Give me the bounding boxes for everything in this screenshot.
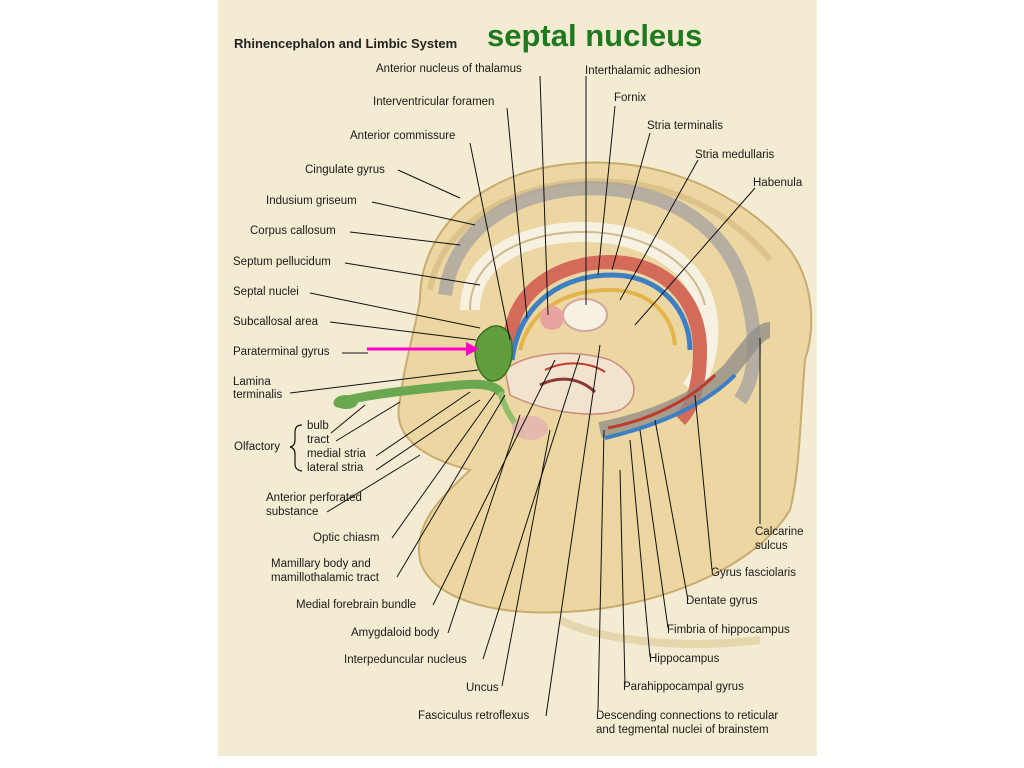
- label-hippocampus: Hippocampus: [649, 653, 720, 665]
- label-indusium-griseum: Indusium griseum: [266, 195, 357, 207]
- olfactory-brace: [289, 424, 303, 472]
- label-fimbria-hippocampus: Fimbria of hippocampus: [667, 624, 790, 636]
- label-mamillary-line2: mamillothalamic tract: [271, 572, 379, 584]
- label-anterior-commissure: Anterior commissure: [350, 130, 456, 142]
- label-parahippocampal-gyrus: Parahippocampal gyrus: [623, 681, 744, 693]
- label-gyrus-fasciolaris: Gyrus fasciolaris: [711, 567, 796, 579]
- label-stria-medullaris: Stria medullaris: [695, 149, 775, 161]
- label-calcarine-line1: Calcarine: [755, 526, 804, 538]
- label-interthalamic-adhesion: Interthalamic adhesion: [585, 65, 701, 77]
- hippocampus-tail: [598, 322, 772, 440]
- label-septal-nuclei: Septal nuclei: [233, 286, 299, 298]
- septal-area: [474, 325, 513, 382]
- label-anterior-perforated-line2: substance: [266, 506, 319, 518]
- label-cingulate-gyrus: Cingulate gyrus: [305, 164, 385, 176]
- label-olfactory-medial-stria: medial stria: [307, 448, 366, 460]
- label-corpus-callosum: Corpus callosum: [250, 225, 336, 237]
- leader-lines: [289, 75, 761, 717]
- label-olfactory-lateral-stria: lateral stria: [307, 462, 364, 474]
- label-interventricular-foramen: Interventricular foramen: [373, 96, 495, 108]
- label-descending-line2: and tegmental nuclei of brainstem: [596, 724, 769, 736]
- label-fasciculus-retroflexus: Fasciculus retroflexus: [418, 710, 530, 722]
- label-olfactory-bulb: bulb: [307, 420, 329, 432]
- thalamus: [540, 298, 608, 332]
- amygdala-region: [512, 416, 548, 440]
- label-olfactory-tract: tract: [307, 434, 330, 446]
- label-stria-terminalis: Stria terminalis: [647, 120, 724, 132]
- label-medial-forebrain-bundle: Medial forebrain bundle: [296, 599, 417, 611]
- fornix-arc: [503, 254, 708, 425]
- label-amygdaloid-body: Amygdaloid body: [351, 627, 440, 639]
- label-fornix: Fornix: [614, 92, 646, 104]
- label-lamina-terminalis-line2: terminalis: [233, 389, 283, 401]
- label-dentate-gyrus: Dentate gyrus: [686, 595, 758, 607]
- label-lamina-terminalis-line1: Lamina: [233, 376, 271, 388]
- label-olfactory: Olfactory: [234, 441, 281, 453]
- label-septum-pellucidum: Septum pellucidum: [233, 256, 331, 268]
- highlight-arrow: [367, 342, 479, 356]
- corpus-callosum: [460, 221, 719, 398]
- label-habenula: Habenula: [753, 177, 803, 189]
- label-anterior-perforated-line1: Anterior perforated: [266, 492, 362, 504]
- slide-title: septal nucleus: [487, 18, 703, 53]
- label-uncus: Uncus: [466, 682, 499, 694]
- label-mamillary-line1: Mamillary body and: [271, 558, 371, 570]
- label-calcarine-line2: sulcus: [755, 540, 788, 552]
- label-paraterminal-gyrus: Paraterminal gyrus: [233, 346, 330, 358]
- label-descending-line1: Descending connections to reticular: [596, 710, 779, 722]
- label-interpeduncular-nucleus: Interpeduncular nucleus: [344, 654, 467, 666]
- label-subcallosal-area: Subcallosal area: [233, 316, 319, 328]
- label-anterior-nucleus-thalamus: Anterior nucleus of thalamus: [376, 63, 522, 75]
- plate-title: Rhinencephalon and Limbic System: [234, 36, 458, 51]
- label-optic-chiasm: Optic chiasm: [313, 532, 380, 544]
- brainstem-region: [504, 352, 635, 415]
